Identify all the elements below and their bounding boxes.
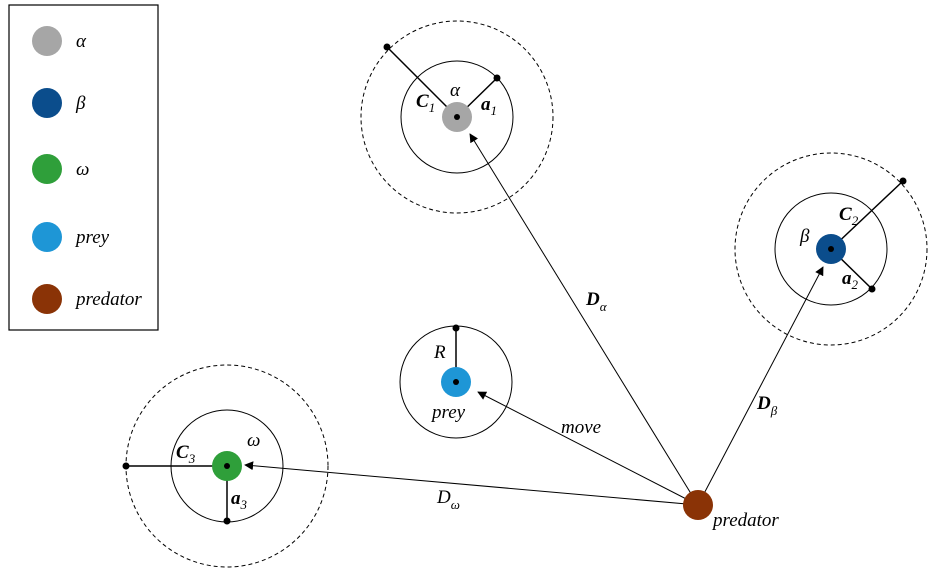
legend-beta-swatch [32, 88, 62, 118]
d-beta-label: Dβ [756, 393, 778, 418]
alpha-c-radius [386, 46, 458, 118]
vectors: Dα Dβ Dω move [244, 133, 824, 512]
omega-a-endpoint [223, 517, 231, 525]
alpha-a-endpoint [493, 74, 501, 82]
legend-alpha-swatch [32, 26, 62, 56]
beta-outer-circle [734, 152, 928, 346]
omega-a-label: a3 [231, 488, 248, 512]
d-omega-label: Dω [436, 487, 460, 512]
legend-omega-label: ω [76, 159, 89, 180]
prey-center-dot [453, 379, 459, 385]
alpha-c-label: C1 [416, 91, 435, 115]
prey-group: R prey [399, 324, 513, 439]
omega-symbol: ω [247, 430, 260, 451]
beta-c-radius [830, 180, 904, 250]
alpha-a-label: a1 [481, 94, 497, 118]
beta-inner-circle [774, 192, 888, 306]
move-label: move [561, 417, 601, 438]
d-omega-arrow [244, 461, 699, 506]
d-alpha-label: Dα [585, 289, 608, 314]
legend-beta-label: β [75, 93, 86, 114]
alpha-c-endpoint [383, 43, 391, 51]
alpha-outer-circle [360, 20, 554, 214]
legend-prey-swatch [32, 222, 62, 252]
legend: α β ω prey predator [8, 4, 159, 331]
omega-center-dot [224, 463, 230, 469]
legend-omega-swatch [32, 154, 62, 184]
d-beta-arrow [697, 266, 824, 506]
alpha-center-dot [454, 114, 460, 120]
prey-label: prey [430, 402, 466, 423]
beta-c-endpoint [899, 177, 907, 185]
prey-r-endpoint [452, 324, 460, 332]
legend-prey-label: prey [74, 227, 110, 248]
legend-predator-swatch [32, 284, 62, 314]
omega-c-label: C3 [176, 442, 196, 466]
beta-a-endpoint [868, 285, 876, 293]
beta-wolf-group: β C2 a2 [734, 152, 928, 346]
legend-alpha-label: α [76, 31, 87, 52]
beta-a-label: a2 [842, 268, 859, 292]
predator-group: predator [683, 490, 779, 531]
omega-wolf-group: ω C3 a3 [122, 364, 329, 568]
beta-symbol: β [799, 226, 810, 247]
alpha-symbol: α [450, 80, 461, 101]
legend-predator-label: predator [74, 289, 142, 310]
beta-center-dot [828, 246, 834, 252]
predator [683, 490, 713, 520]
d-alpha-arrow [469, 133, 699, 506]
alpha-wolf-group: α C1 a1 [360, 20, 554, 214]
beta-c-label: C2 [839, 204, 859, 228]
alpha-inner-circle [400, 60, 514, 174]
move-arrow [477, 391, 699, 506]
predator-label: predator [711, 510, 779, 531]
omega-c-endpoint [122, 462, 130, 470]
prey-radius-label: R [433, 342, 446, 363]
